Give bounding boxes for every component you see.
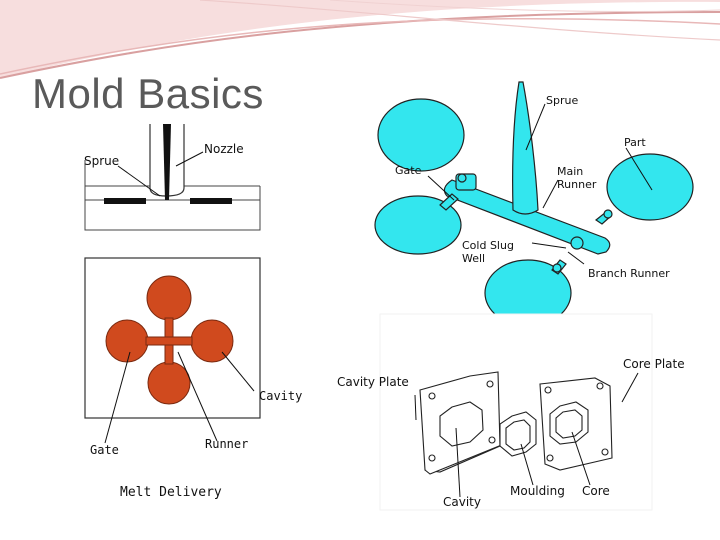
nozzle-drawing	[84, 124, 261, 231]
plates-cavity-label: Cavity	[443, 495, 481, 509]
cavity-plate-label: Cavity Plate	[337, 375, 409, 389]
melt-cavity-label: Cavity	[259, 389, 303, 403]
part-top-left	[377, 98, 465, 172]
nozzle-sprue-label: Sprue	[84, 154, 120, 168]
core-plate-drawing	[539, 377, 613, 471]
melt-gate-label: Gate	[90, 443, 119, 457]
runner-sprue-label: Sprue	[546, 94, 579, 107]
header-decoration	[0, 0, 720, 79]
melt-cavities	[105, 275, 234, 405]
main-runner-label: Main Runner	[557, 165, 597, 191]
branch-runner-label: Branch Runner	[588, 267, 670, 280]
runners	[439, 81, 613, 275]
part-bottom-left	[374, 195, 462, 255]
core-plate-label: Core Plate	[623, 357, 685, 371]
moulding-label: Moulding	[510, 484, 565, 498]
runner-part-label: Part	[624, 136, 646, 149]
parts	[374, 98, 694, 327]
melt-runner-label: Runner	[205, 437, 249, 451]
cavity-plate-drawing	[419, 371, 505, 475]
melt-delivery-caption: Melt Delivery	[120, 485, 222, 500]
runner-gate-label: Gate	[395, 164, 422, 177]
core-label: Core	[582, 484, 610, 498]
cold-slug-well-label: Cold Slug Well	[462, 239, 514, 265]
moulding-drawing	[499, 411, 537, 457]
nozzle-label: Nozzle	[204, 142, 244, 156]
runner-horizontal	[145, 336, 193, 346]
slide-title: Mold Basics	[32, 70, 264, 117]
